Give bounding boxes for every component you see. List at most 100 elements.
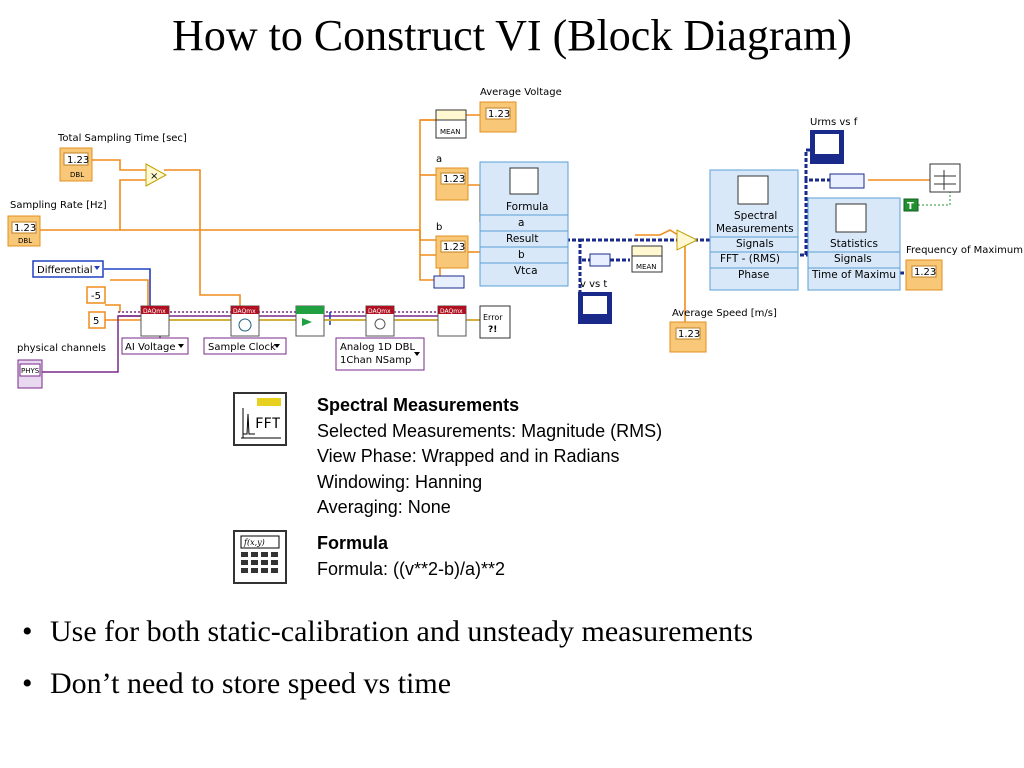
differential-enum[interactable]: Differential [32, 260, 104, 278]
daqmx-create-channel[interactable]: DAQmx [140, 305, 170, 337]
chevron-down-icon [274, 344, 280, 348]
numeric-control-b[interactable]: 1.23 [435, 235, 469, 269]
play-icon [302, 318, 312, 326]
formula-config: Formula Formula: ((v**2-b)/a)**2 [317, 531, 505, 582]
spectral-fft-icon: FFT [233, 392, 287, 446]
label-total-sampling-time: Total Sampling Time [sec] [57, 133, 187, 144]
chevron-down-icon [414, 352, 420, 356]
label-sampling-rate: Sampling Rate [Hz] [10, 200, 107, 211]
daqmx-start[interactable] [295, 305, 325, 337]
spectral-row-fft: FFT - (RMS) [720, 253, 780, 265]
chevron-down-icon [178, 344, 184, 348]
clock-icon [238, 318, 252, 332]
slide-title: How to Construct VI (Block Diagram) [172, 11, 852, 60]
const-5-value: 5 [93, 316, 99, 327]
formula-express-vi[interactable]: Formula a Result b Vtca [479, 161, 569, 287]
const-5[interactable]: 5 [88, 311, 106, 329]
mean-label: MEAN [440, 128, 461, 136]
fft-icon-text: FFT [255, 416, 281, 432]
analog-1d-selector[interactable]: Analog 1D DBL 1Chan NSamp [335, 337, 425, 371]
sample-clock-selector[interactable]: Sample Clock [203, 337, 287, 355]
daqmx-tag: DAQmx [233, 308, 256, 315]
formula-row-vtca: Vtca [514, 265, 538, 277]
numeric-indicator-avg-speed: 1.23 [669, 321, 707, 353]
green-wire [918, 190, 951, 206]
formula-title: Formula [506, 201, 548, 213]
numeric-indicator-freq-max-value: 1.23 [914, 267, 936, 278]
numeric-control-a[interactable]: 1.23 [435, 167, 469, 201]
calculator-icon: f(x,y) [240, 535, 280, 573]
bullet-text-2: Don’t need to store speed vs time [50, 667, 452, 700]
physical-channels-control[interactable]: PHYS [17, 359, 43, 389]
formula-calculator-icon: f(x,y) [233, 530, 287, 584]
true-constant[interactable]: T [903, 198, 919, 212]
build-array-node[interactable] [433, 275, 465, 289]
dbl-tag: DBL [18, 237, 32, 245]
fft-icon [737, 175, 769, 205]
daqmx-timing[interactable]: DAQmx [230, 305, 260, 337]
phys-tag: PHYS [21, 367, 40, 375]
numeric-control-sampling-rate[interactable]: 1.23 DBL [7, 215, 41, 247]
true-const-label: T [907, 201, 914, 212]
statistics-row-time-max: Time of Maximu [811, 269, 896, 281]
mean-node-voltage[interactable]: MEAN [435, 109, 467, 139]
const-neg5-value: -5 [91, 291, 101, 302]
ai-voltage-label: AI Voltage [125, 342, 175, 353]
const-neg5[interactable]: -5 [86, 286, 106, 304]
spectral-config-heading: Spectral Measurements [317, 395, 520, 415]
statistics-express-vi[interactable]: Statistics Signals Time of Maximu [807, 197, 901, 291]
array-build-node[interactable] [589, 253, 611, 267]
daqmx-clear[interactable]: DAQmx [437, 305, 467, 337]
block-diagram: Total Sampling Time [sec] 1.23 DBL Sampl… [7, 87, 1023, 389]
blue-wires [104, 268, 331, 325]
label-urms-vs-f: Urms vs f [810, 117, 858, 128]
bullet-item: •Don’t need to store speed vs time [22, 666, 753, 702]
spectral-config-line-2: View Phase: Wrapped and in Radians [317, 446, 620, 466]
numeric-control-total-time-value: 1.23 [67, 155, 89, 166]
glasses-icon [374, 318, 386, 330]
spectral-row-phase: Phase [738, 269, 769, 281]
sample-clock-label: Sample Clock [208, 342, 276, 353]
label-physical-channels: physical channels [17, 343, 106, 354]
ai-voltage-selector[interactable]: AI Voltage [121, 337, 189, 355]
calculator-icon [509, 167, 539, 195]
graph-indicator-urms-vs-f [810, 130, 844, 164]
chevron-down-icon [94, 266, 100, 270]
statistics-row-signals: Signals [834, 253, 872, 265]
dbl-tag: DBL [70, 171, 84, 179]
spectral-config-line-1: Selected Measurements: Magnitude (RMS) [317, 420, 663, 441]
daqmx-tag: DAQmx [440, 308, 463, 315]
label-average-speed: Average Speed [m/s] [672, 308, 777, 319]
formula-row-b: b [518, 249, 525, 261]
bullet-list: •Use for both static-calibration and uns… [22, 614, 753, 718]
numeric-control-b-value: 1.23 [443, 242, 465, 253]
bullet-text-1: Use for both static-calibration and unst… [50, 615, 754, 648]
sqrt-node[interactable] [676, 229, 699, 251]
numeric-indicator-avg-voltage: 1.23 [479, 101, 517, 133]
label-b: b [436, 222, 442, 233]
numeric-control-total-time[interactable]: 1.23 DBL [59, 147, 93, 182]
spectral-express-vi[interactable]: Spectral Measurements Signals FFT - (RMS… [709, 169, 799, 291]
spectral-title-1: Spectral [734, 210, 777, 222]
statistics-icon [835, 203, 867, 233]
statistics-title: Statistics [830, 238, 878, 250]
multiply-node[interactable]: × [145, 163, 168, 187]
spectral-config: Spectral Measurements Selected Measureme… [317, 393, 662, 521]
numeric-indicator-avg-speed-value: 1.23 [678, 329, 700, 340]
daqmx-tag: DAQmx [368, 308, 391, 315]
write-spreadsheet-node[interactable] [929, 163, 961, 193]
error-handler[interactable]: Error ?! [479, 305, 511, 339]
analog-1d-line1: Analog 1D DBL [340, 342, 416, 353]
fft-icon: FFT [241, 398, 281, 439]
bullet-item: •Use for both static-calibration and uns… [22, 614, 753, 650]
label-v-vs-t: v vs t [580, 279, 607, 290]
error-glyph: ?! [488, 325, 497, 335]
spectral-title-2: Measurements [716, 223, 794, 235]
mean-label: MEAN [636, 263, 657, 271]
label-average-voltage: Average Voltage [480, 87, 562, 98]
graph-indicator-v-vs-t [578, 292, 612, 324]
mean-node-speed[interactable]: MEAN [631, 245, 663, 273]
waveform-to-array-node[interactable] [829, 173, 865, 189]
daqmx-read[interactable]: DAQmx [365, 305, 395, 337]
formula-config-line: Formula: ((v**2-b)/a)**2 [317, 558, 506, 579]
